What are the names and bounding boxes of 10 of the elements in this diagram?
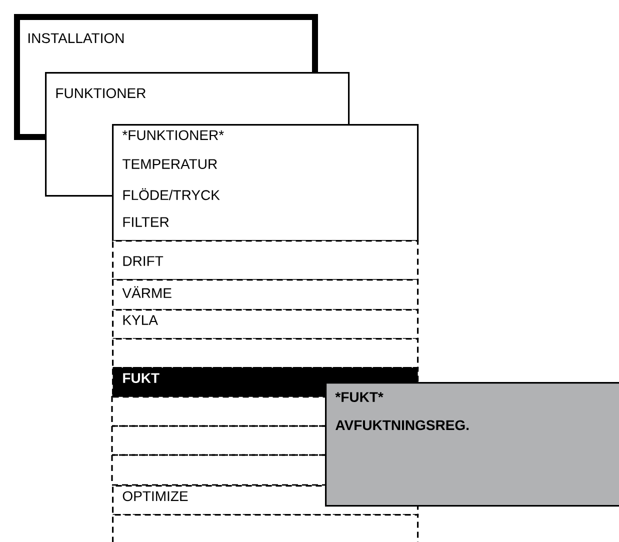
menu-row: DRIFT xyxy=(112,240,419,281)
menu-row xyxy=(111,425,326,456)
menu-row xyxy=(112,514,419,542)
menu-row xyxy=(111,454,326,486)
menu-row: KYLA xyxy=(112,309,419,340)
menu-row: VÄRME xyxy=(112,279,419,311)
menu-row xyxy=(111,395,326,427)
info-tooltip: *FUKT* AVFUKTNINGSREG. xyxy=(325,382,619,507)
node-text: INSTALLATION xyxy=(28,33,124,44)
menu-row xyxy=(112,338,419,369)
